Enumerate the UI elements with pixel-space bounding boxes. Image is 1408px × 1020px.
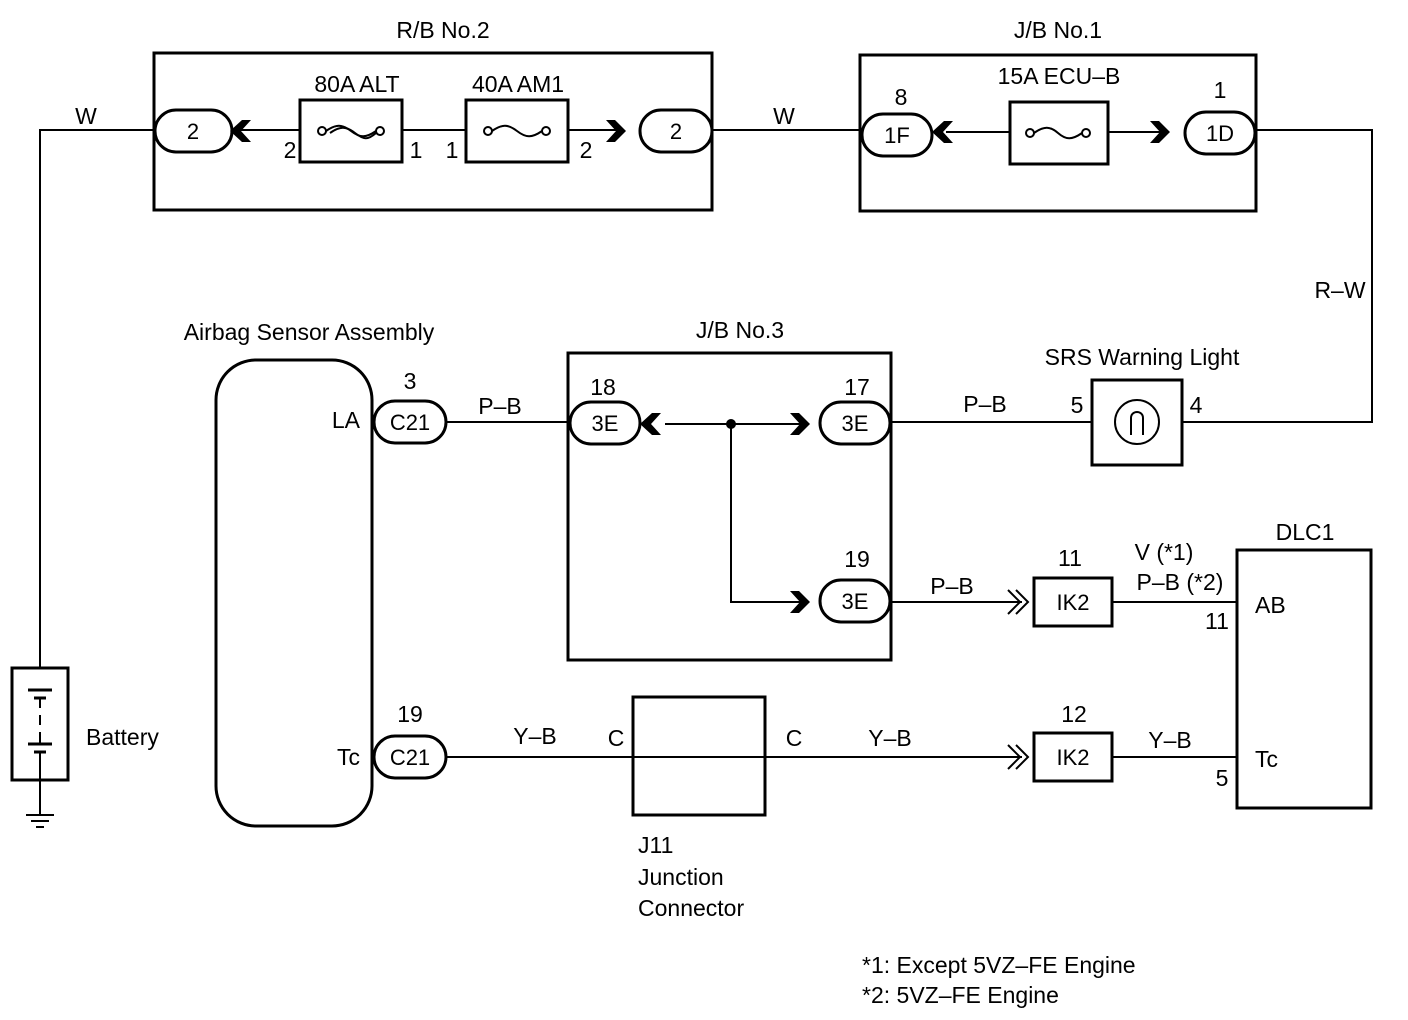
jb3-splice-point xyxy=(726,419,736,429)
j11-junction-connector: C C J11 Junction Connector xyxy=(608,695,803,921)
footnote-1: *1: Except 5VZ–FE Engine xyxy=(862,952,1136,978)
wire-label-jb1-srs-rw: R–W xyxy=(1314,277,1365,303)
ik2-top-pin: 11 xyxy=(1058,545,1082,571)
jb3-title: J/B No.3 xyxy=(696,317,784,343)
airbag-sensor-assembly: Airbag Sensor Assembly LA Tc 3 C21 19 C2… xyxy=(184,319,448,828)
rb2-right-connector: 2 xyxy=(670,119,682,144)
footnote-2: *2: 5VZ–FE Engine xyxy=(862,982,1059,1008)
fuse-15a-ecub-icon xyxy=(1025,126,1091,140)
bulb-icon xyxy=(1114,399,1160,445)
jb3-right-top-connector: 3E xyxy=(842,411,869,436)
jb3-left-pin: 18 xyxy=(590,374,616,400)
battery-icon xyxy=(28,688,52,780)
ik2-top: 11 IK2 xyxy=(1007,545,1114,628)
c21-tc-pin: 19 xyxy=(397,701,423,727)
ik2-bottom-pin: 12 xyxy=(1061,701,1087,727)
airbag-title: Airbag Sensor Assembly xyxy=(184,319,435,345)
j11-label-line2: Junction xyxy=(638,864,724,890)
fuse-40a-am1-label: 40A AM1 xyxy=(472,71,564,97)
jb1-1f-pin: 8 xyxy=(895,84,908,110)
jb3-right-bottom-pin: 19 xyxy=(844,546,870,572)
j11-label-line1: J11 xyxy=(638,832,673,858)
jb3-right-bottom-connector: 3E xyxy=(842,589,869,614)
jb1-1d-pin: 1 xyxy=(1214,77,1227,103)
jb3-right-top-connector-arrow xyxy=(790,413,810,435)
wire-jb3-internal-branch xyxy=(730,424,800,603)
wire-label-rb2-jb1-w: W xyxy=(773,103,795,129)
fuse-am1-pin-right: 2 xyxy=(580,137,593,163)
dlc1-terminal-tc: Tc xyxy=(1255,746,1278,772)
wire-label-jb3-ik2: P–B xyxy=(930,573,973,599)
wire-label-la-jb3: P–B xyxy=(478,393,521,419)
battery-label: Battery xyxy=(86,724,159,750)
srs-pin-right: 4 xyxy=(1190,392,1203,418)
wire-label-j11-ik2: Y–B xyxy=(868,725,911,751)
dlc1-title: DLC1 xyxy=(1276,519,1335,545)
battery: Battery xyxy=(10,666,159,828)
fuse-80a-alt-icon xyxy=(317,124,385,140)
fuse-40a-am1-icon xyxy=(483,124,551,138)
dlc1: DLC1 AB 11 Tc 5 xyxy=(1205,519,1373,810)
wire-battery-w xyxy=(39,129,155,668)
srs-title: SRS Warning Light xyxy=(1045,344,1240,370)
fuse-15a-ecub-label: 15A ECU–B xyxy=(998,63,1121,89)
airbag-terminal-tc: Tc xyxy=(337,744,360,770)
ik2-bottom-arrow xyxy=(1007,744,1022,770)
j11-pin-left: C xyxy=(608,725,625,751)
wire-label-jb3-srs: P–B xyxy=(963,391,1006,417)
wire-label-tc-j11: Y–B xyxy=(513,723,556,749)
c21-tc-connector: C21 xyxy=(390,745,430,770)
jb1-right-connector-arrow xyxy=(1150,121,1170,143)
rb2-right-connector-arrow xyxy=(606,120,626,142)
footnotes: *1: Except 5VZ–FE Engine *2: 5VZ–FE Engi… xyxy=(862,952,1136,1008)
jb3-left-connector: 3E xyxy=(592,411,619,436)
jb3-right-bottom-connector-arrow xyxy=(790,591,810,613)
ik2-bottom: 12 IK2 xyxy=(1007,701,1114,783)
fuse-alt-pin-right: 1 xyxy=(410,137,423,163)
wire-label-battery-w: W xyxy=(75,103,97,129)
wire-label-ik2-dlc-tc: Y–B xyxy=(1148,727,1191,753)
srs-warning-light: SRS Warning Light 5 4 xyxy=(1045,344,1240,467)
rb2-left-connector: 2 xyxy=(187,119,199,144)
jb1-left-connector-arrow xyxy=(932,121,953,143)
fuse-80a-alt-label: 80A ALT xyxy=(314,71,399,97)
ik2-bottom-connector: IK2 xyxy=(1056,745,1089,770)
wire-label-ik2-dlc-1: V (*1) xyxy=(1135,539,1194,565)
wire-jb1-srs-rw xyxy=(1182,129,1373,423)
junction-block-1: J/B No.1 8 1F 15A ECU–B 1 1D xyxy=(858,17,1258,213)
fuse-alt-pin-left: 2 xyxy=(284,137,297,163)
c21-la-pin: 3 xyxy=(404,368,417,394)
rb2-left-connector-arrow xyxy=(230,120,251,142)
jb1-1f-connector: 1F xyxy=(884,123,910,148)
jb1-1d-connector: 1D xyxy=(1206,121,1234,146)
j11-label-line3: Connector xyxy=(638,895,744,921)
j11-pin-right: C xyxy=(786,725,803,751)
jb1-title: J/B No.1 xyxy=(1014,17,1102,43)
dlc1-ab-pin: 11 xyxy=(1205,608,1229,634)
junction-block-3: J/B No.3 18 3E 17 3E 19 3E xyxy=(566,317,893,662)
dlc1-tc-pin: 5 xyxy=(1216,765,1229,791)
wire-label-ik2-dlc-2: P–B (*2) xyxy=(1137,569,1224,595)
relay-block-2: R/B No.2 2 80A ALT 2 1 40A AM1 1 2 2 xyxy=(152,17,714,212)
ik2-top-connector: IK2 xyxy=(1056,590,1089,615)
ik2-top-arrow xyxy=(1007,589,1022,615)
ground-icon xyxy=(26,814,54,828)
wires xyxy=(39,129,1373,815)
fuse-am1-pin-left: 1 xyxy=(446,137,459,163)
rb2-title: R/B No.2 xyxy=(396,17,489,43)
airbag-terminal-la: LA xyxy=(332,407,361,433)
dlc1-terminal-ab: AB xyxy=(1255,592,1286,618)
jb3-left-connector-arrow xyxy=(640,413,661,435)
jb3-right-top-pin: 17 xyxy=(844,374,870,400)
srs-pin-left: 5 xyxy=(1071,392,1084,418)
c21-la-connector: C21 xyxy=(390,410,430,435)
